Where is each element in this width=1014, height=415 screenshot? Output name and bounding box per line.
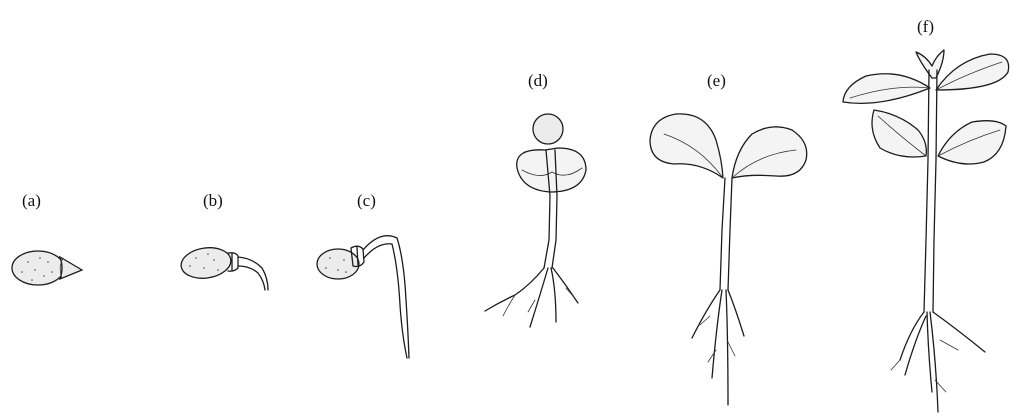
stage-a-seed: [12, 251, 82, 285]
stage-f-plant: [843, 50, 1009, 412]
stage-b-seed: [179, 245, 268, 290]
stage-d-cotyledons: [517, 148, 586, 192]
stage-e-seedling: [650, 114, 807, 405]
stage-d-seedling: [485, 114, 586, 327]
stage-f-lower-right-leaf: [938, 121, 1006, 164]
stage-e-left-leaf: [650, 114, 723, 178]
stage-f-upper-left-leaf: [843, 74, 930, 104]
stage-e-right-leaf: [732, 127, 807, 178]
stage-a-radicle-tip: [60, 257, 82, 279]
stage-f-apical-bud: [916, 50, 944, 78]
stage-c-seed: [317, 236, 409, 358]
stage-d-seed-coat: [533, 114, 563, 144]
